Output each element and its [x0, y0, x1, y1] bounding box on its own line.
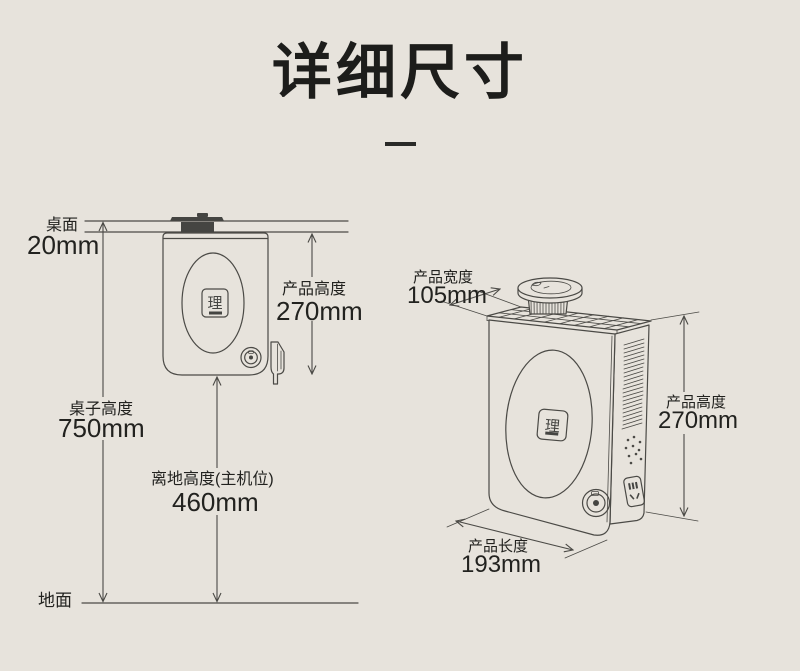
fan-cap-icon	[517, 277, 583, 315]
ground-clearance-value: 460mm	[172, 487, 259, 517]
control-knob-icon	[240, 346, 262, 369]
product-height-label-side: 产品高度	[282, 281, 347, 298]
clamp-mount	[170, 213, 224, 232]
device-3d-view: 理	[440, 277, 700, 559]
svg-text:理: 理	[544, 417, 560, 435]
dim-product-height	[645, 311, 700, 522]
front-panel-ellipse	[181, 252, 245, 354]
product-length-value: 193mm	[461, 551, 542, 578]
svg-text:理: 理	[207, 295, 222, 312]
table-height-value: 750mm	[58, 413, 145, 443]
side-face	[609, 324, 650, 525]
desk-label: 桌面	[46, 217, 79, 234]
ground-label: 地面	[38, 591, 72, 610]
table-height-label: 桌子高度	[69, 401, 134, 418]
brand-logo-icon: 理	[201, 288, 229, 318]
product-width-label: 产品宽度	[413, 269, 474, 286]
control-knob-icon-3d	[581, 488, 611, 518]
product-height-label: 产品高度	[666, 394, 727, 411]
page-title: 详细尺寸	[272, 39, 528, 106]
device-body	[162, 232, 269, 376]
front-panel-ellipse-3d	[505, 349, 593, 499]
desk-surface	[84, 220, 349, 233]
brand-logo-icon-3d: 理	[536, 408, 569, 442]
dim-product-length	[446, 508, 608, 559]
power-socket-icon	[623, 475, 645, 508]
desk-thickness-value: 20mm	[27, 230, 100, 260]
product-length-label: 产品长度	[468, 538, 529, 555]
product-height-value: 270mm	[658, 407, 739, 434]
dispenser-nozzle-icon	[270, 341, 285, 385]
dim-product-width	[440, 289, 522, 317]
divider-dash	[385, 142, 416, 146]
product-width-value: 105mm	[407, 282, 488, 309]
ground-clearance-label: 离地高度(主机位)	[151, 471, 274, 488]
product-height-value-side: 270mm	[276, 296, 363, 326]
vent-slats	[621, 338, 645, 465]
device-side-view: 理	[81, 213, 359, 604]
